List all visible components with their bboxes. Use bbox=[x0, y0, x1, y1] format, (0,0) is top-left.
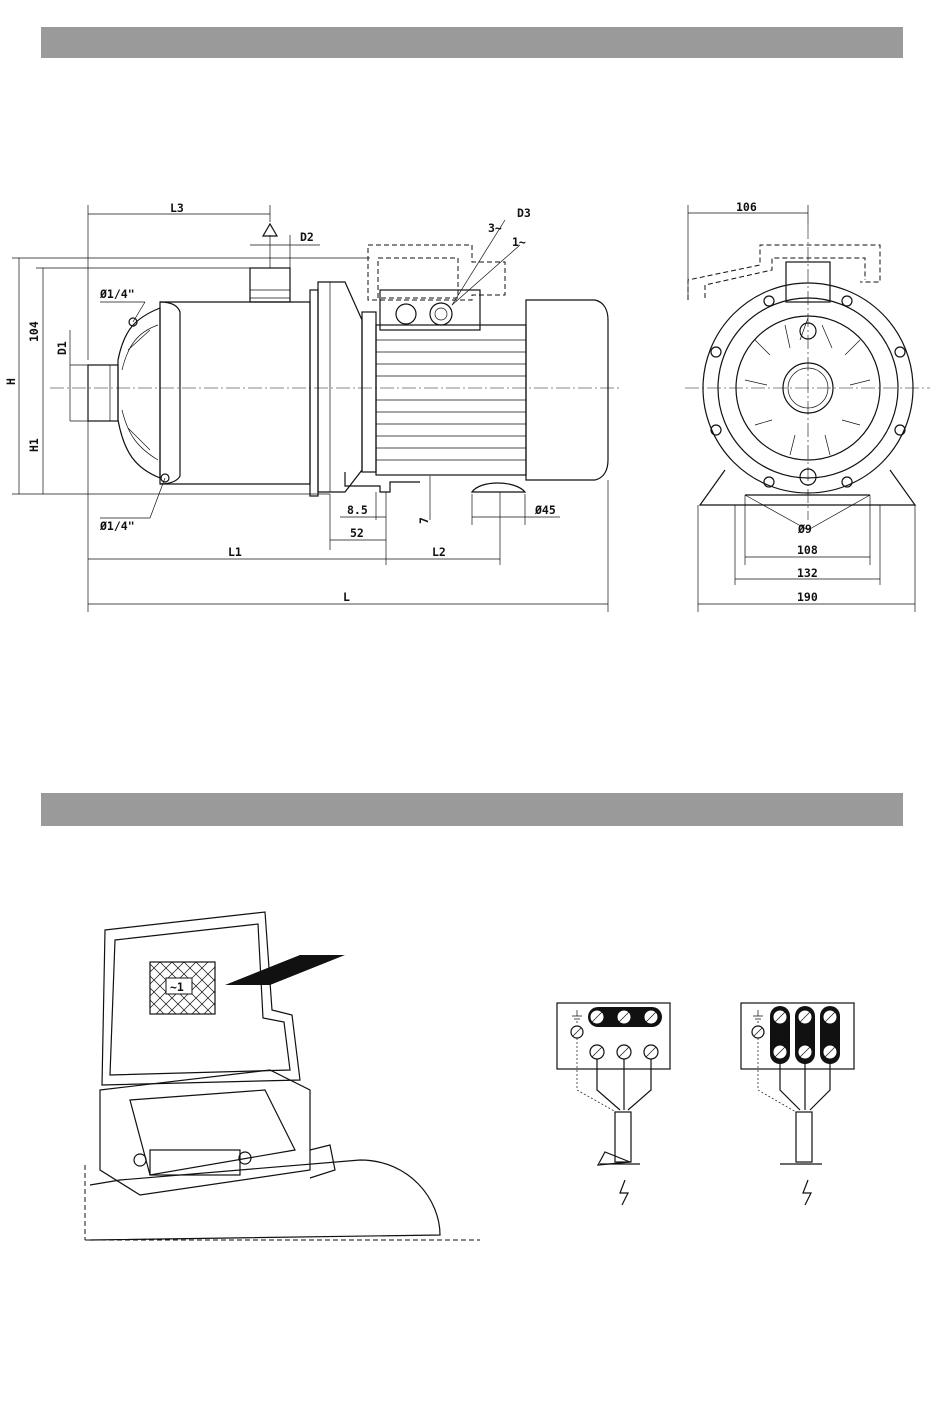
label-l3: L3 bbox=[170, 201, 184, 215]
label-plate-text: ~1 bbox=[170, 980, 184, 994]
pump-front-view: 106 Ø9 108 132 190 bbox=[685, 200, 930, 612]
label-132: 132 bbox=[797, 566, 818, 580]
wiring-diagram-single-phase bbox=[557, 1003, 670, 1205]
wiring-diagram-three-phase bbox=[741, 1003, 854, 1205]
label-l2: L2 bbox=[432, 545, 446, 559]
label-hole-9: Ø9 bbox=[797, 522, 812, 536]
label-one-phase: 1~ bbox=[512, 235, 526, 249]
label-plug-bottom: Ø1/4" bbox=[99, 519, 135, 533]
label-108: 108 bbox=[797, 543, 818, 557]
label-52: 52 bbox=[350, 526, 364, 540]
label-7: 7 bbox=[417, 517, 431, 524]
terminal-box-illustration: ~1 bbox=[85, 912, 480, 1240]
label-l1: L1 bbox=[228, 545, 242, 559]
pump-side-view: L3 D2 D3 3~ 1~ 104 D1 H H1 Ø1/4" Ø1/4" 8… bbox=[4, 201, 620, 612]
label-plug-top: Ø1/4" bbox=[99, 287, 135, 301]
label-106: 106 bbox=[736, 200, 757, 214]
label-l: L bbox=[343, 590, 350, 604]
label-d1: D1 bbox=[55, 341, 69, 355]
label-h: H bbox=[4, 378, 18, 385]
label-d2: D2 bbox=[300, 230, 314, 244]
label-190: 190 bbox=[797, 590, 818, 604]
label-8-5: 8.5 bbox=[347, 503, 368, 517]
label-d3: D3 bbox=[517, 206, 531, 220]
label-three-phase: 3~ bbox=[488, 221, 502, 235]
label-h1: H1 bbox=[27, 438, 41, 452]
label-45: Ø45 bbox=[534, 503, 556, 517]
label-104: 104 bbox=[27, 321, 41, 342]
